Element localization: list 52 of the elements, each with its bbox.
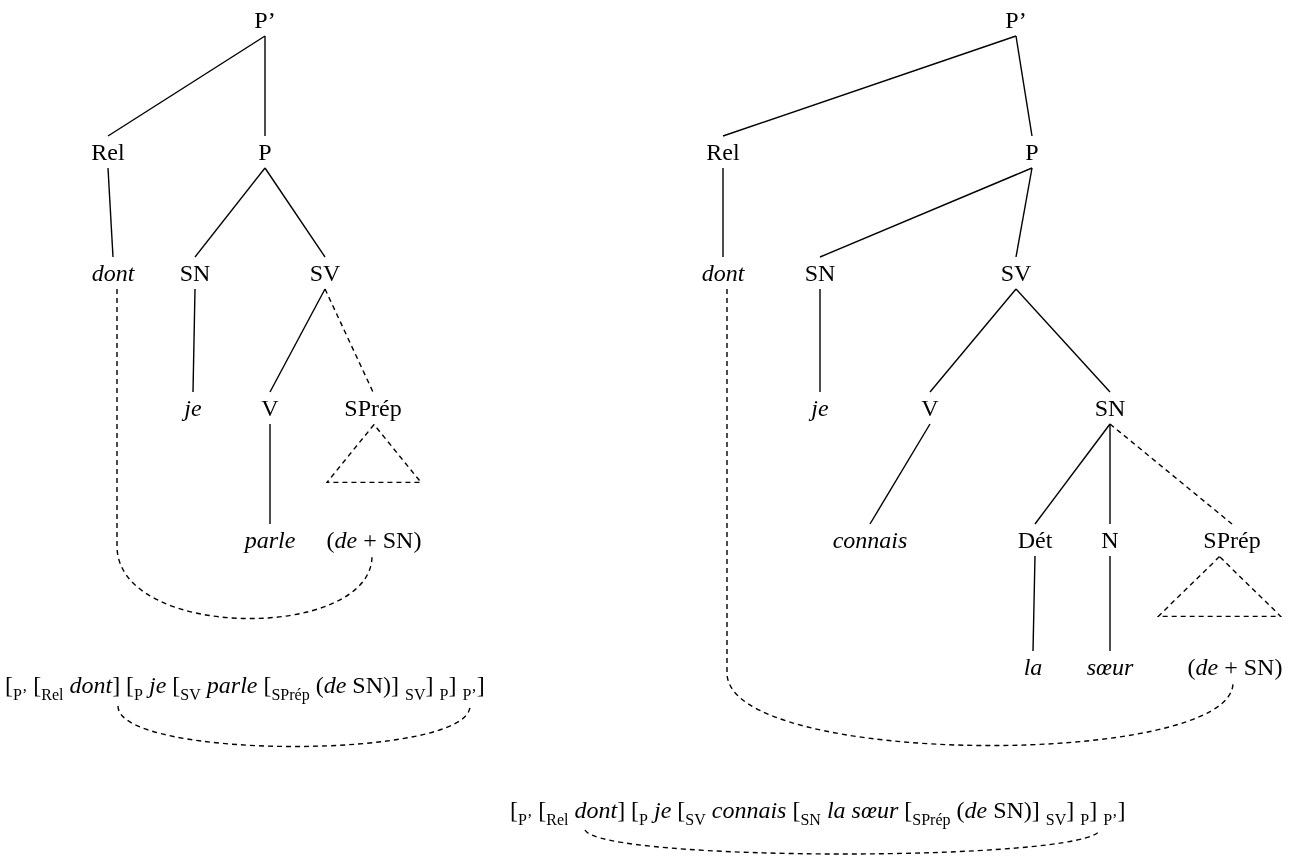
tree-branch: [722, 167, 724, 258]
tree-branch: [1015, 35, 1033, 137]
category-label: SPrép: [1203, 526, 1261, 554]
tree-branch: [1034, 423, 1111, 525]
tree-branch: [107, 35, 266, 137]
tree-branch: [1109, 423, 1233, 525]
word-label: la: [1023, 653, 1043, 681]
tree-branch: [264, 167, 326, 258]
tree-branch: [269, 288, 326, 393]
tree-branch: [1109, 555, 1111, 652]
category-label: P’: [254, 6, 276, 34]
category-label: (de + SN): [326, 526, 422, 554]
word-label: connais: [832, 526, 908, 554]
tree-branch: [264, 35, 266, 137]
tree-branch: [722, 35, 1017, 137]
dependency-arc: [116, 288, 373, 620]
constituent-triangle: [1157, 556, 1282, 617]
tree-branch: [1015, 167, 1033, 258]
category-label: (de + SN): [1187, 653, 1283, 681]
category-label: SN: [1094, 394, 1126, 422]
word-label: parle: [244, 526, 296, 554]
category-label: SPrép: [344, 394, 402, 422]
category-label: P: [258, 138, 272, 166]
word-label: dont: [701, 259, 745, 287]
category-label: N: [1101, 526, 1119, 554]
tree-branch: [869, 423, 931, 525]
category-label: SV: [309, 259, 341, 287]
word-label: dont: [91, 259, 135, 287]
category-label: Rel: [91, 138, 125, 166]
category-label: P: [1025, 138, 1039, 166]
constituent-triangle: [326, 424, 422, 483]
tree-branch: [269, 423, 271, 525]
tree-branch: [819, 167, 1033, 258]
tree-branch: [107, 167, 114, 258]
category-label: Rel: [706, 138, 740, 166]
tree-branch: [324, 288, 374, 393]
tree-branch: [1015, 288, 1111, 393]
category-label: V: [261, 394, 279, 422]
category-label: P’: [1005, 6, 1027, 34]
category-label: SN: [179, 259, 211, 287]
tree-branch: [194, 167, 266, 258]
tree-branch: [1109, 423, 1111, 525]
tree-branch: [929, 288, 1017, 393]
dependency-arc: [726, 288, 1234, 747]
tree-branch: [192, 288, 196, 393]
category-label: V: [921, 394, 939, 422]
tree-branch: [1032, 555, 1036, 652]
category-label: Dét: [1017, 526, 1053, 554]
word-label: sœur: [1086, 653, 1134, 681]
tree-branch: [819, 288, 821, 393]
category-label: SV: [1000, 259, 1032, 287]
category-label: SN: [804, 259, 836, 287]
